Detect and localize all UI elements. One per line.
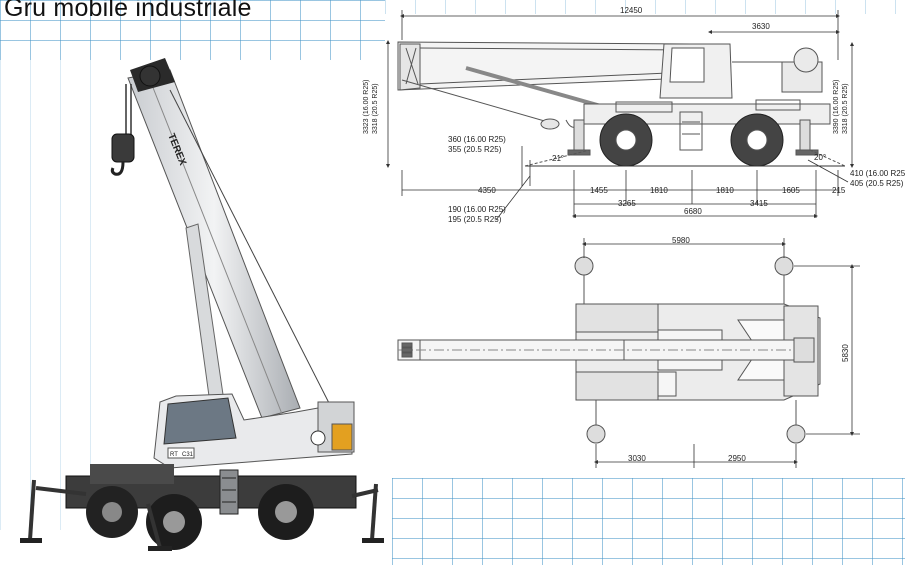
dim-clearance-b: 355 (20.5 R25) xyxy=(448,145,502,154)
page-title: Gru mobile industriale xyxy=(4,0,252,22)
dim-row1-5: 215 xyxy=(832,186,846,195)
dim-row1-2: 1810 xyxy=(650,186,668,195)
dim-row3: 6680 xyxy=(684,207,702,216)
dim-ground-left-a: 190 (16.00 R25) xyxy=(448,205,506,214)
angle-front: 21° xyxy=(552,154,564,163)
dim-ground-left-b: 195 (20.5 R25) xyxy=(448,215,502,224)
dim-height-left-a: 3323 (16.00 R25) xyxy=(363,80,370,134)
dim-row1-4: 1605 xyxy=(782,186,800,195)
dim-outrigger-width: 5830 xyxy=(841,344,850,362)
model-label: C31 xyxy=(182,452,194,458)
side-view-labels: 12450 3630 3323 (16.00 R25) 3318 (20.5 R… xyxy=(363,6,905,224)
dim-height-right-a: 3390 (16.00 R25) xyxy=(833,80,840,134)
grid-top-left xyxy=(0,0,385,60)
crane-cab: RT C31 xyxy=(153,393,355,469)
dim-height-left-b: 3318 (20.5 R25) xyxy=(372,83,379,134)
dim-ground-right-b: 405 (20.5 R25) xyxy=(850,179,904,188)
dim-overall-length: 12450 xyxy=(620,6,643,15)
dim-row1-0: 4350 xyxy=(478,186,496,195)
cab-label: RT xyxy=(170,452,178,458)
dim-rear-overhang: 3630 xyxy=(752,22,770,31)
dim-outrigger-length: 5980 xyxy=(672,236,690,245)
dim-row1-1: 1455 xyxy=(590,186,608,195)
top-view-labels: 5980 5830 3030 2950 xyxy=(628,236,850,463)
dim-ground-right-a: 410 (16.00 R25) xyxy=(850,169,905,178)
crane-wheels xyxy=(86,484,314,550)
dim-row2-1: 3415 xyxy=(750,199,768,208)
dim-row2-0: 3265 xyxy=(618,199,636,208)
dim-height-right-b: 3318 (20.5 R25) xyxy=(842,83,849,134)
grid-top-strip xyxy=(385,0,905,14)
top-view-drawing xyxy=(397,238,860,468)
side-view-drawing xyxy=(386,10,854,221)
grid-bottom-right xyxy=(392,478,905,565)
crane-photo: TEREX RT C31 xyxy=(20,58,384,551)
crane-outriggers xyxy=(28,479,379,549)
angle-rear: 20° xyxy=(814,153,826,162)
grid-left-margin xyxy=(0,60,120,530)
crane-boom: TEREX xyxy=(110,58,331,419)
dim-center-to-rear: 2950 xyxy=(728,454,746,463)
dim-front-to-center: 3030 xyxy=(628,454,646,463)
dim-row1-3: 1810 xyxy=(716,186,734,195)
dim-clearance-a: 360 (16.00 R25) xyxy=(448,135,506,144)
